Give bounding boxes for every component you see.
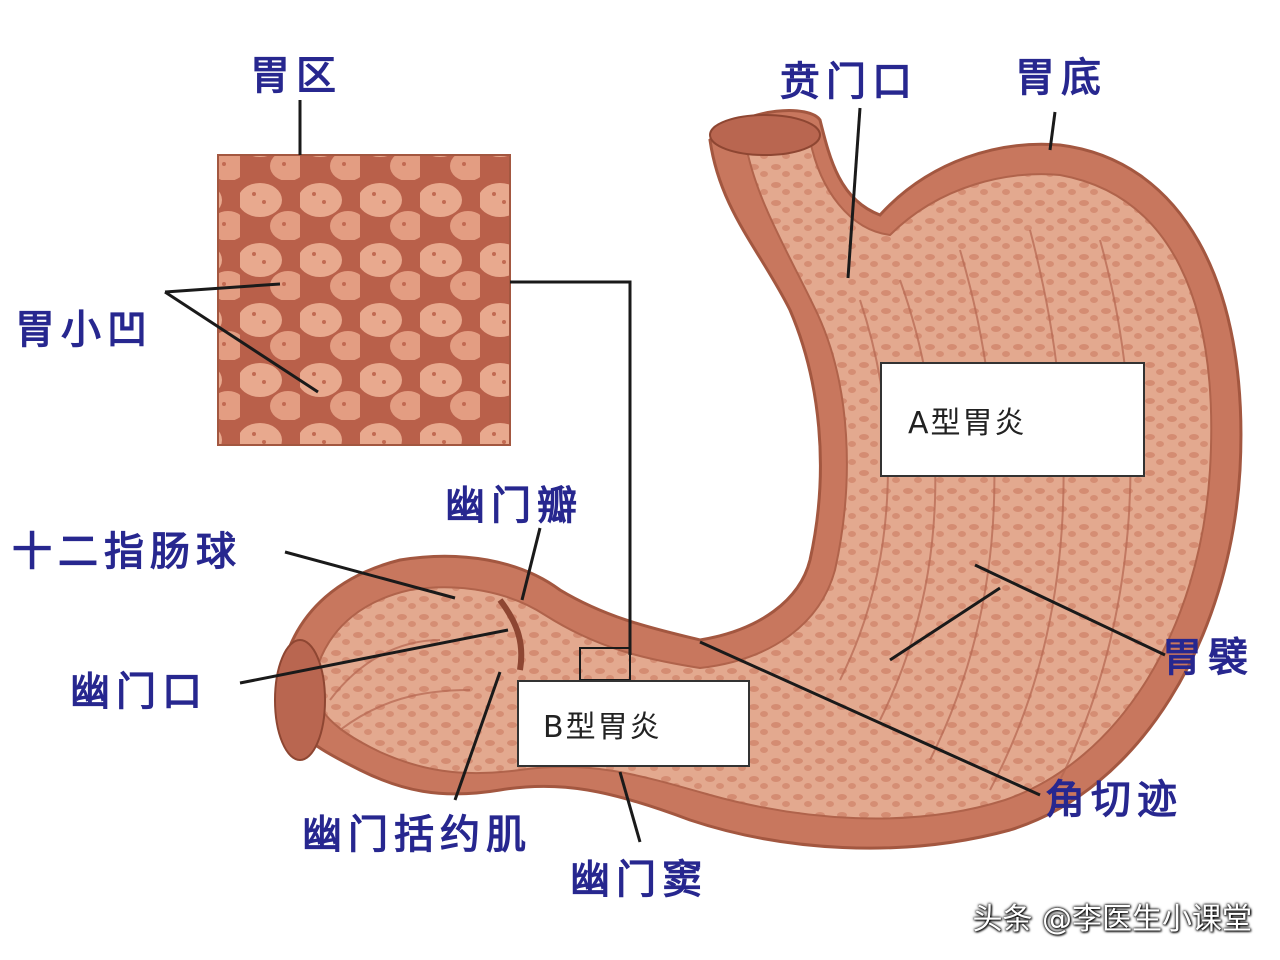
- type-b-gastritis-label: B型胃炎: [543, 709, 662, 745]
- gastric-folds-lines: [329, 229, 1132, 791]
- label-pyloric-sphincter: 幽门括约肌: [302, 812, 532, 858]
- label-pyloric-valve: 幽门瓣: [445, 483, 583, 529]
- esophagus-opening: [709, 114, 821, 156]
- label-gastric-area: 胃区: [250, 53, 342, 99]
- stomach-inner-mucosa: [313, 128, 1213, 820]
- label-gastric-pits: 胃小凹: [15, 307, 153, 353]
- gastric-area-inset: [217, 154, 511, 446]
- pyloric-valve-ridge: [497, 598, 525, 671]
- label-pyloric-antrum: 幽门窦: [570, 857, 708, 903]
- label-gastric-folds: 胃襞: [1162, 635, 1254, 681]
- type-a-gastritis-label: A型胃炎: [908, 405, 1027, 441]
- label-angular-incisure: 角切迹: [1045, 777, 1183, 823]
- label-cardia: 贲门口: [780, 59, 918, 105]
- label-duodenal-bulb: 十二指肠球: [12, 529, 242, 575]
- watermark: 头条 @李医生小课堂: [972, 902, 1252, 937]
- label-fundus: 胃底: [1015, 55, 1107, 101]
- type-a-gastritis-box: A型胃炎: [880, 362, 1145, 477]
- label-pylorus: 幽门口: [70, 669, 208, 715]
- duodenum-opening: [274, 639, 326, 761]
- leader-lines: [164, 100, 1166, 843]
- type-b-gastritis-box: B型胃炎: [517, 680, 750, 767]
